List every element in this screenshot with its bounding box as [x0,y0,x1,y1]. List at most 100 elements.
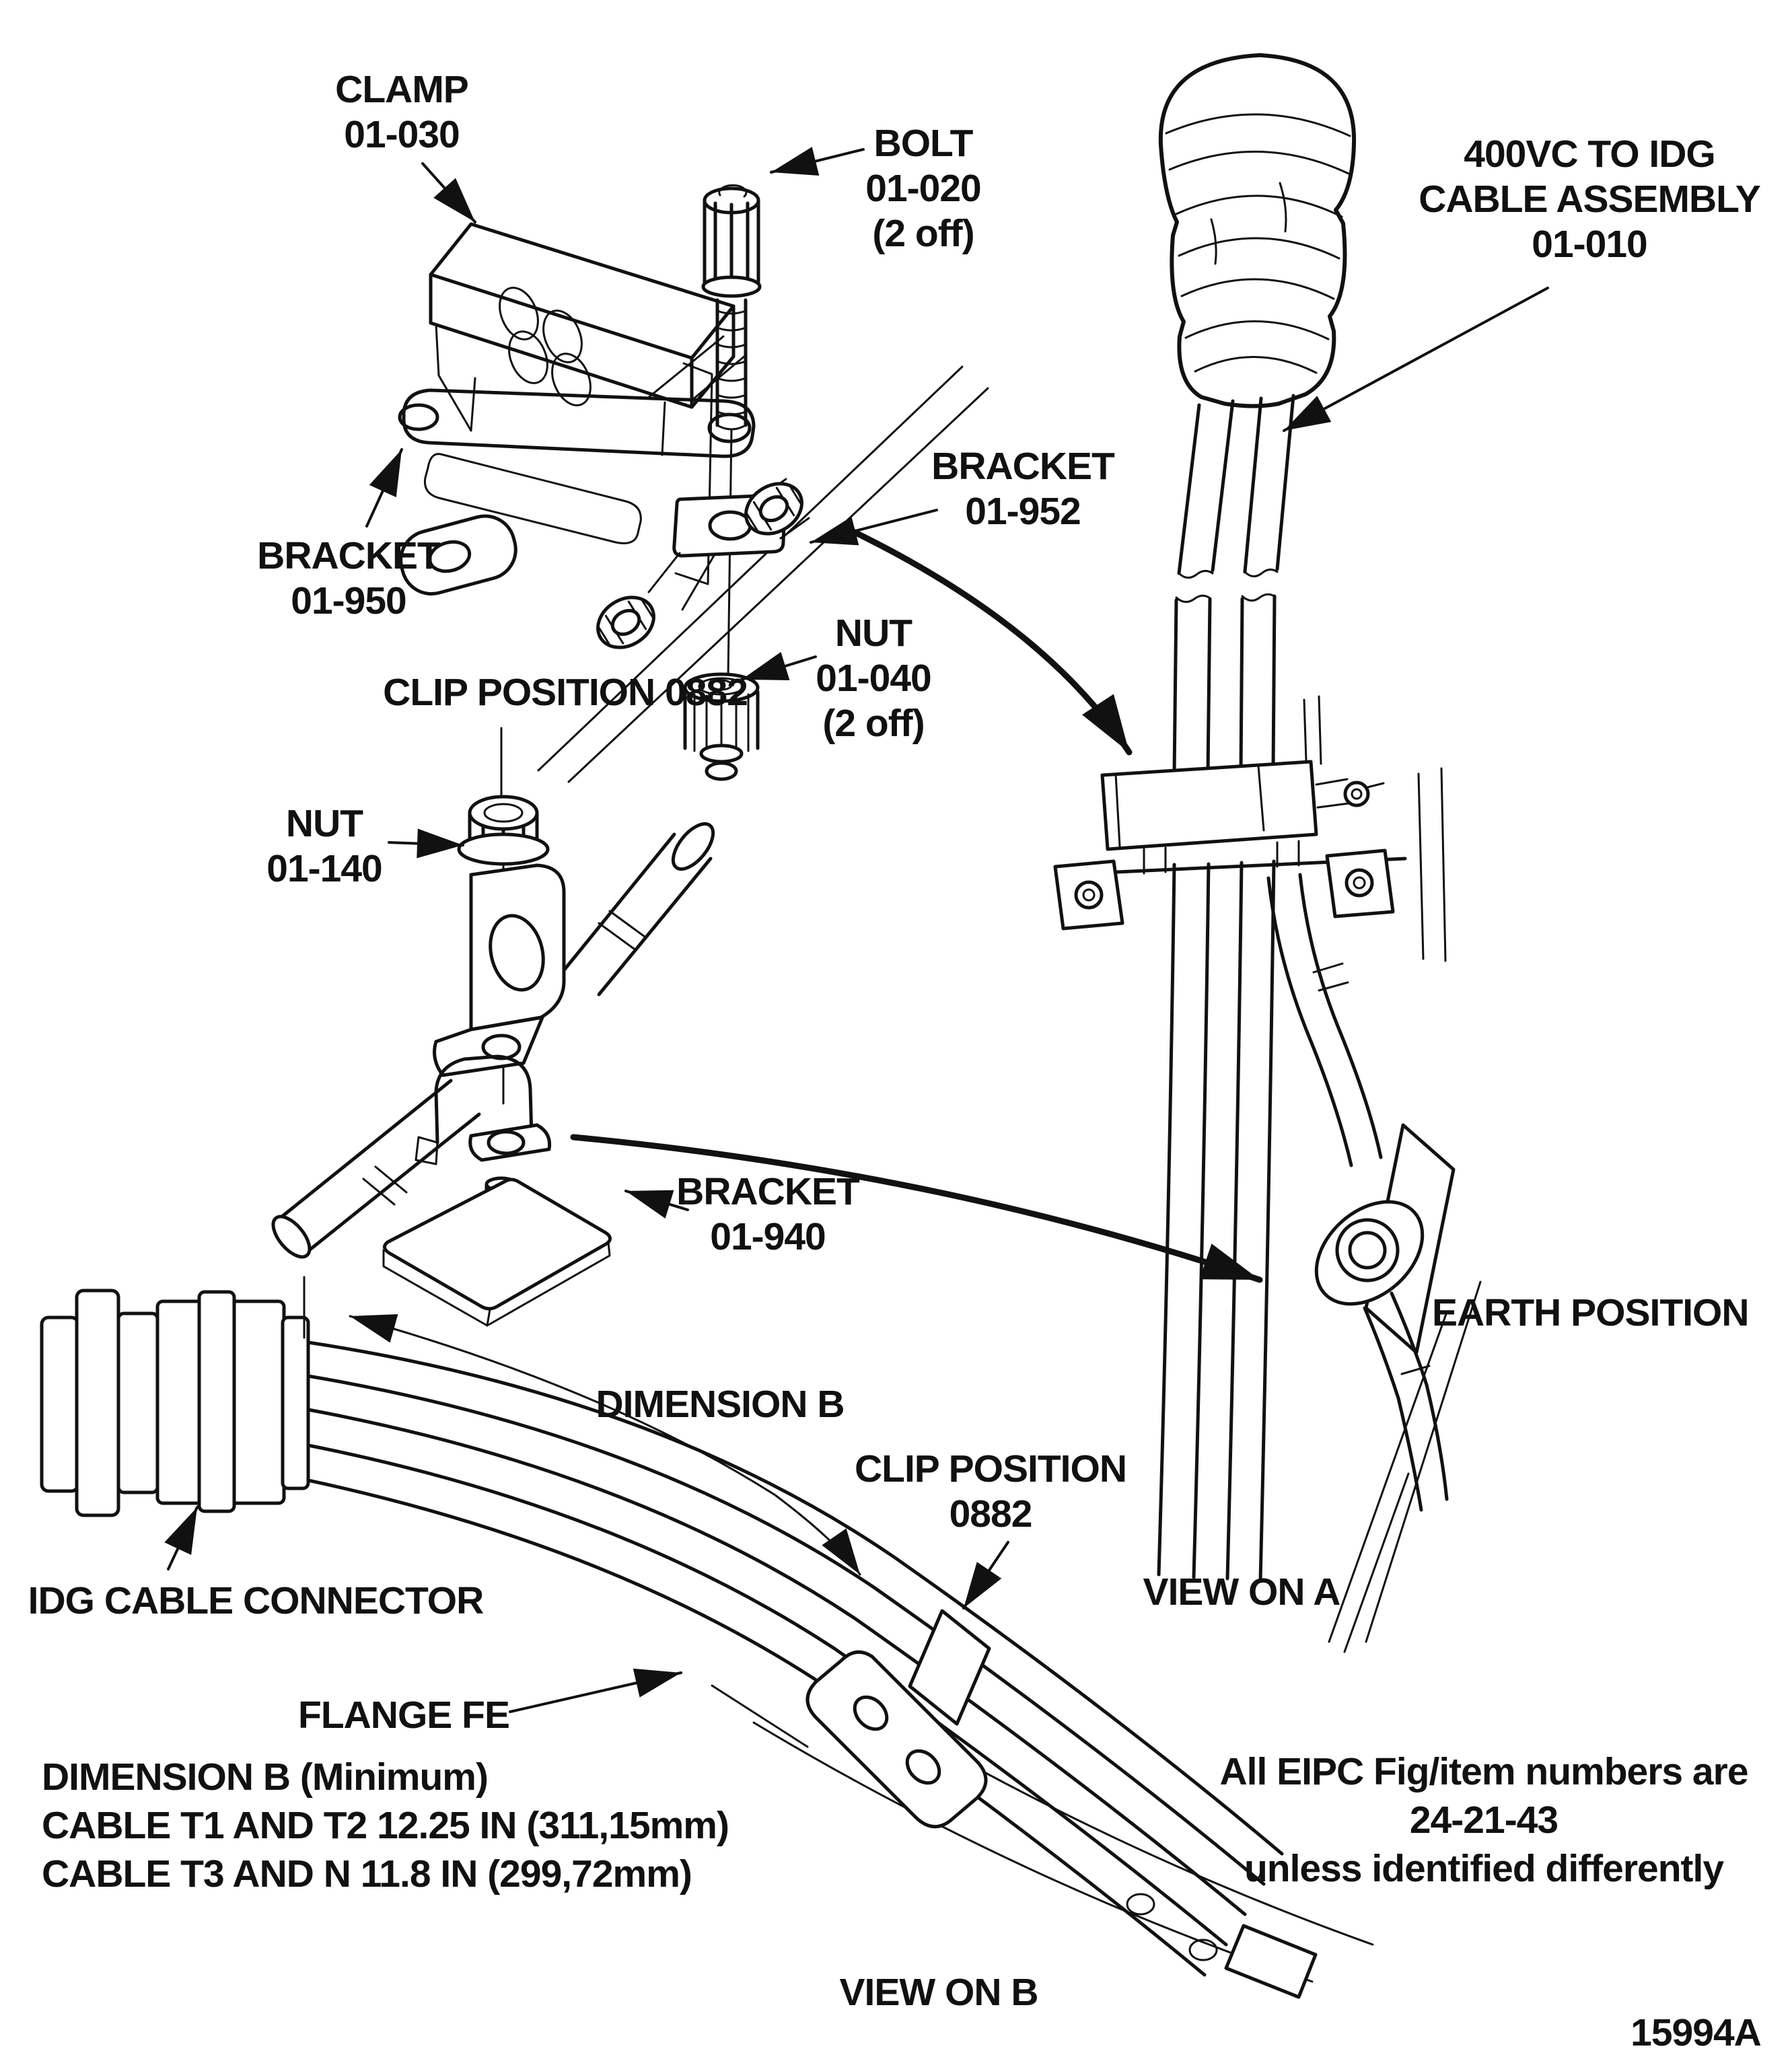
callout-clamp-line2: 01-030 [344,113,460,156]
callout-nut-140-line2: 01-140 [266,847,382,890]
callout-nut-140-line1: NUT [286,802,363,845]
nut-040-collar [699,744,744,764]
nut-140-hex-sides [468,811,539,851]
clamp-01-030-arm [674,362,713,585]
exploded-clamp-assembly [398,184,989,783]
clamp-tabs [1143,840,1300,875]
flange-fe-plate [805,1650,988,1829]
panel-edge-lines [1303,695,1447,962]
callout-nut-040-line3: (2 off) [822,702,924,745]
nut-140-top [468,795,539,831]
left-ear-bolt-center [1082,888,1096,902]
callout-bracket-950-line1: BRACKET [257,534,441,577]
idg-connector-arrow [164,1506,199,1570]
bracket-01-952 [596,478,810,649]
right-ear-bolt [1345,868,1374,898]
dimension-b-leader [349,1314,861,1576]
callout-bracket-950-line2: 01-950 [291,579,406,622]
boot-outline [1158,53,1357,408]
connector-back-cap [40,1315,80,1493]
callouts: CLAMP 01-030 BOLT 01-020 (2 off) 400VC T… [28,68,1762,1737]
lower-cable-ferrule [362,1165,408,1206]
flange-fe-hole [853,1695,889,1731]
clamp-01-030-left-flange [435,323,476,432]
callout-cable-assembly-line1: 400VC TO IDG [1464,133,1715,176]
cable-lines-2 [1172,594,1277,776]
captive-nut-splines [746,486,802,532]
nut-040-flange-inner [698,677,745,696]
nut-040-body [683,690,760,750]
cable-through-clip [271,822,715,1259]
upper-cable-lines [562,832,713,997]
connector-flange-1 [75,1289,120,1517]
eipc-note-line3: unless identified differently [1244,1847,1724,1890]
dimension-note-line1: DIMENSION B (Minimum) [42,1756,488,1799]
earth-strap-lines [1266,873,1383,1167]
callout-bracket-940-line1: BRACKET [676,1170,860,1213]
clamp-cable-sections [499,287,592,406]
left-ear-plate [1053,859,1124,931]
clamp-base-plate-outline [423,453,642,544]
view-on-b-drawing [40,1276,1374,1999]
clamp-foot-pad [399,514,517,596]
cable-assembly-arrow [1283,287,1549,432]
clamp-block [1100,760,1318,851]
bolt-thread-lines [716,310,747,431]
earth-lug-hole [1348,1231,1387,1270]
callout-clip-position-bottom-line2: 0882 [949,1492,1032,1535]
bracket-940-plate [383,1178,612,1311]
clamp-foot-ear [399,514,517,596]
bolt-01-020 [701,184,762,680]
structure-rail-lines [537,335,989,783]
flange-fe-arrow [509,1668,682,1713]
bracket-952-arrow [810,509,938,546]
callout-dimension-b: DIMENSION B [596,1383,844,1426]
callout-flange-fe: FLANGE FE [298,1694,509,1737]
callout-nut-040-line2: 01-040 [816,657,931,700]
nut-040-splines [693,693,750,755]
cable-section [542,310,583,363]
saddle-foot-hole [487,1130,526,1155]
nut-01-040 [683,672,760,781]
right-ear-bolt-center [1353,876,1366,890]
connector-front-cap [281,1315,310,1490]
upper-cable-end [671,822,715,871]
captive-nut-splines [598,600,654,645]
earth-strap-tail [1363,1291,1449,1512]
bracket-01-950-step-line [661,401,666,456]
captive-nut-body [744,482,803,536]
nut-040-tail [705,761,738,781]
clamp-screw [1315,778,1385,809]
eipc-note-line2: 24-21-43 [1410,1799,1558,1842]
cable-lines [1177,394,1295,575]
clip-upright-plate [469,863,566,1032]
strip-left-segment [711,1684,809,1748]
clip-assembly-exploded [271,727,715,1327]
lower-cable-end [271,1215,312,1259]
bolt-head-flange [701,275,762,298]
callout-cable-assembly-line3: 01-010 [1532,223,1647,266]
figure-notes: DIMENSION B (Minimum) CABLE T1 AND T2 12… [42,1570,1762,2054]
callout-bolt-line2: 01-020 [865,167,981,210]
callout-earth-position: EARTH POSITION [1432,1291,1749,1334]
view-on-a-drawing [1053,53,1482,1653]
dimension-note-line2: CABLE T1 AND T2 12.25 IN (311,15mm) [42,1804,729,1847]
clip-large-hole [489,914,545,992]
callout-clip-position-bottom-line1: CLIP POSITION [855,1447,1126,1490]
clip-bottom-arrow [962,1541,1009,1610]
captive-nut-upper [744,482,803,536]
right-ear-plate [1325,848,1395,918]
callout-nut-040-line1: NUT [835,612,912,655]
boot-coil-arcs [1165,113,1351,374]
callout-bolt-line1: BOLT [874,122,974,165]
bracket-01-950-left-hole [398,403,439,431]
nut-01-140 [457,795,550,866]
idg-cable-connector-body [40,1289,310,1517]
bolt-thread-shank [715,298,748,427]
flange-fe-outline [805,1650,988,1829]
leader-arrows [164,147,1549,1713]
cables-upper [1172,394,1295,776]
figure-number: 15994A [1630,2011,1761,2054]
